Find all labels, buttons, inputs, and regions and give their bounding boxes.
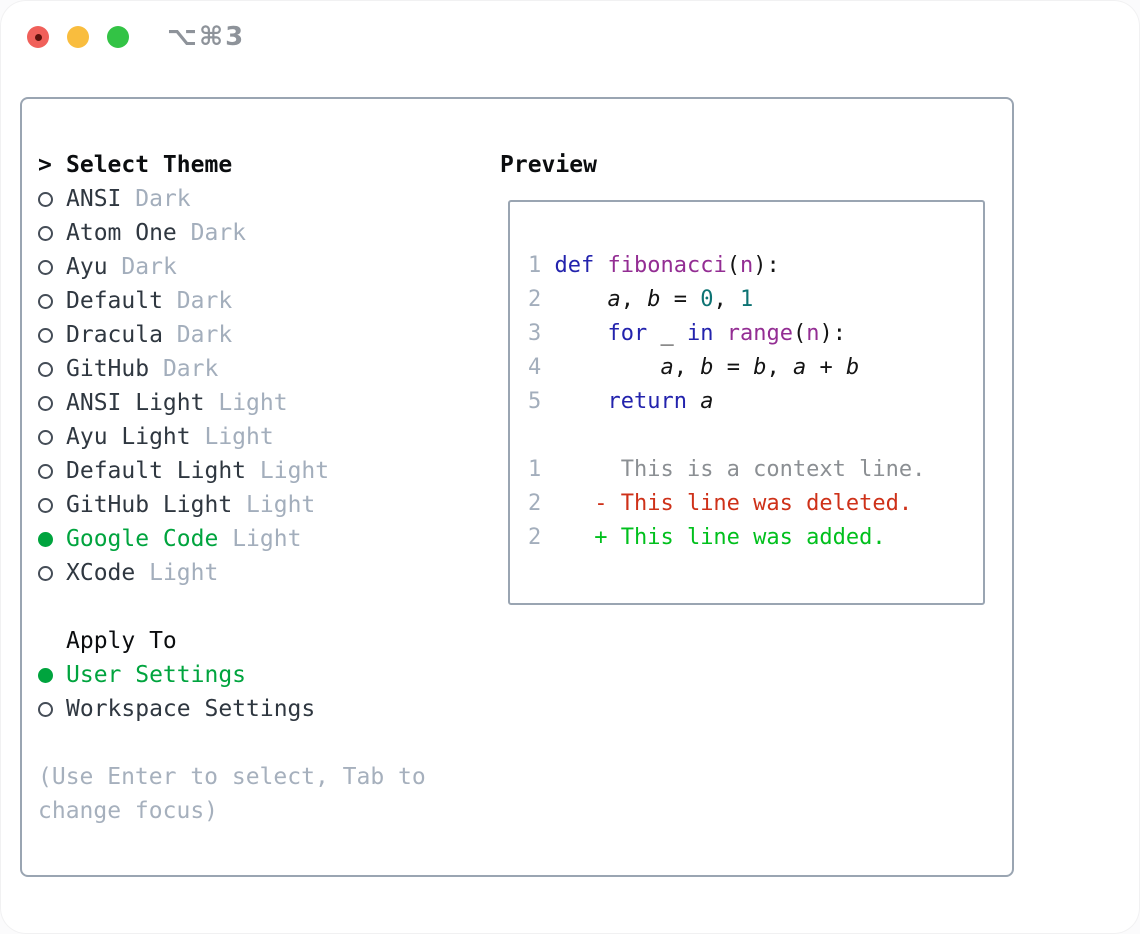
apply-option-user-settings[interactable]: User Settings [38,658,474,692]
code-line: 1 def fibonacci(n): [528,253,780,278]
close-button[interactable] [27,26,49,48]
theme-option-github[interactable]: GitHub Dark [38,352,474,386]
theme-option-ayu-light[interactable]: Ayu Light Light [38,420,474,454]
unsaved-indicator-dot [34,33,42,41]
radio-unselected-icon [38,191,66,207]
apply-option-workspace-settings[interactable]: Workspace Settings [38,692,474,726]
theme-option-ansi-light[interactable]: ANSI Light Light [38,386,474,420]
radio-unselected-icon [38,429,66,445]
radio-unselected-icon [38,293,66,309]
radio-unselected-icon [38,395,66,411]
theme-option-github-light[interactable]: GitHub Light Light [38,488,474,522]
select-theme-title: Select Theme [66,152,233,178]
gap [38,726,474,760]
help-text: (Use Enter to select, Tab to change focu… [38,764,440,824]
code-line: 5 return a [528,389,714,414]
radio-unselected-icon [38,259,66,275]
apply-to-header-row: Apply To [38,624,474,658]
preview-box: 1 def fibonacci(n): 2 a, b = 0, 1 3 for _ … [508,200,985,605]
theme-option-ayu[interactable]: Ayu Dark [38,250,474,284]
preview-column: Preview 1 def fibonacci(n): 2 a, b = 0, 1… [500,148,1000,605]
titlebar: ⌥⌘3 [0,0,1140,97]
theme-option-ansi[interactable]: ANSI Dark [38,182,474,216]
code-line: 1 This is a context line. [528,457,926,482]
radio-unselected-icon [38,463,66,479]
radio-unselected-icon [38,565,66,581]
code-line: 4 a, b = b, a + b [528,355,860,380]
radio-selected-icon [38,531,66,547]
code-line: 3 for _ in range(n): [528,321,846,346]
radio-unselected-icon [38,701,66,717]
minimize-button[interactable] [67,26,89,48]
prompt-icon: > [38,152,52,178]
theme-option-atom-one[interactable]: Atom One Dark [38,216,474,250]
radio-unselected-icon [38,327,66,343]
radio-unselected-icon [38,497,66,513]
window-title: ⌥⌘3 [167,22,246,52]
code-line: 2 + This line was added. [528,525,886,550]
radio-unselected-icon [38,361,66,377]
theme-option-default-light[interactable]: Default Light Light [38,454,474,488]
apply-to-title: Apply To [66,628,177,654]
radio-selected-icon [38,667,66,683]
gap [38,590,474,624]
radio-unselected-icon [38,225,66,241]
zoom-button[interactable] [107,26,129,48]
code-line [528,419,983,453]
theme-option-google-code[interactable]: Google Code Light [38,522,474,556]
preview-header: Preview [500,152,597,178]
preview-code: 1 def fibonacci(n): 2 a, b = 0, 1 3 for _ … [510,202,983,555]
theme-option-default[interactable]: Default Dark [38,284,474,318]
select-theme-header: > Select Theme [38,148,474,182]
theme-option-dracula[interactable]: Dracula Dark [38,318,474,352]
theme-option-xcode[interactable]: XCode Light [38,556,474,590]
code-line: 2 a, b = 0, 1 [528,287,754,312]
code-line: 2 - This line was deleted. [528,491,913,516]
